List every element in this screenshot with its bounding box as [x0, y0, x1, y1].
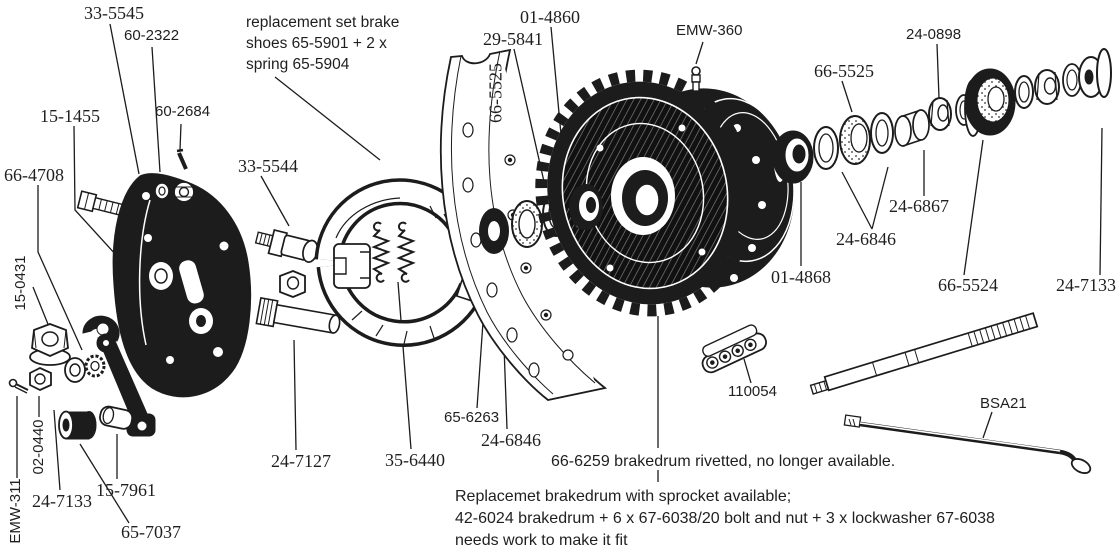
part-label-15-1455: 15-1455 — [40, 106, 100, 126]
brake-adjuster-drawing — [254, 228, 341, 334]
flanged-nut-drawing — [29, 323, 71, 366]
part-label-65-7037: 65-7037 — [121, 522, 181, 542]
brake-lever-drawing — [96, 333, 156, 437]
part-label-60-2684: 60-2684 — [155, 103, 211, 120]
lock-nut-drawing — [928, 97, 952, 131]
grease-nipple-drawing — [691, 66, 701, 92]
chain-link-drawing — [701, 324, 767, 374]
part-label-01-4860: 01-4860 — [520, 7, 580, 27]
wheel-bearing-drawing — [772, 130, 814, 184]
part-label-24-7127: 24-7127 — [271, 451, 331, 471]
note-line: Replacemet brakedrum with sprocket avail… — [455, 488, 792, 505]
part-label-110054: 110054 — [728, 383, 777, 400]
bearing-stack-drawing — [772, 48, 1112, 184]
drum-front-bearing-drawing — [569, 184, 603, 230]
note-replacement-drum: Replacemet brakedrum with sprocket avail… — [455, 486, 995, 552]
part-label-15-7961: 15-7961 — [96, 480, 156, 500]
note-line: shoes 65-5901 + 2 x — [246, 35, 387, 52]
part-label-35-6440: 35-6440 — [385, 450, 445, 470]
spacer-drawing — [894, 109, 930, 147]
part-label-BSA21: BSA21 — [980, 395, 1027, 412]
plate-washer-nut-drawing — [154, 148, 195, 203]
brake-backing-plate-drawing — [112, 173, 252, 398]
cam-spindle-drawing — [255, 296, 341, 334]
rear-axle-drawing — [809, 312, 1039, 395]
part-label-15-0431: 15-0431 — [12, 255, 30, 311]
hex-nut-drawing — [29, 367, 52, 391]
part-label-EMW-311: EMW-311 — [7, 478, 25, 544]
bearing-sleeve-drawing — [839, 115, 871, 165]
brake-drum-sprocket-drawing — [535, 66, 795, 317]
part-label-24-6867: 24-6867 — [889, 196, 949, 216]
note-line: spring 65-5904 — [246, 56, 350, 73]
end-cap-drawing — [1078, 48, 1112, 98]
part-label-33-5545: 33-5545 — [84, 3, 144, 23]
part-label-24-0898: 24-0898 — [906, 26, 962, 43]
note-line: needs work to make it fit — [455, 532, 628, 549]
part-label-24-6846-bottom: 24-6846 — [481, 430, 541, 450]
part-label-24-7133-left: 24-7133 — [32, 491, 92, 511]
part-label-02-0440: 02-0440 — [30, 419, 48, 475]
clevis-pin-drawing — [99, 405, 134, 430]
part-label-29-5841: 29-5841 — [483, 29, 543, 49]
part-label-60-2322: 60-2322 — [124, 27, 180, 44]
wheel-spoke-drawing — [843, 414, 1092, 474]
part-label-24-7133-right: 24-7133 — [1056, 275, 1116, 295]
part-label-66-5525-right: 66-5525 — [814, 61, 874, 81]
small-screw-drawing — [176, 148, 188, 170]
note-line: 42-6024 brakedrum + 6 x 67-6038/20 bolt … — [455, 510, 995, 527]
part-label-66-4708: 66-4708 — [4, 165, 64, 185]
part-label-65-6263: 65-6263 — [444, 409, 500, 426]
rim-spoke-dimples — [462, 122, 574, 378]
part-label-01-4868: 01-4868 — [771, 267, 831, 287]
bushing-drawing — [58, 410, 97, 440]
cotter-pin-drawing — [8, 378, 29, 394]
part-label-66-5525-left: 66-5525 — [485, 63, 506, 123]
hex-nut-60-2684 — [173, 181, 195, 203]
note-line: replacement set brake — [246, 14, 400, 31]
spindle-nut-cluster-drawing — [8, 315, 156, 440]
part-label-33-5544: 33-5544 — [238, 156, 298, 176]
return-springs-drawing — [371, 221, 416, 283]
note-replacement-shoes: replacement set brake shoes 65-5901 + 2 … — [246, 12, 399, 75]
adjuster-nut-drawing — [279, 270, 306, 298]
anchor-bolt-drawing — [76, 190, 127, 217]
axle-nut-drawing — [1034, 69, 1060, 105]
hub-cup-drawing — [964, 68, 1016, 137]
serrated-washer-drawing — [84, 354, 106, 378]
note-brakedrum-riveted: 66-6259 brakedrum rivetted, no longer av… — [551, 453, 896, 470]
part-label-EMW-360: EMW-360 — [676, 22, 743, 39]
part-label-66-5524: 66-5524 — [938, 275, 998, 295]
part-label-24-6846-right: 24-6846 — [836, 229, 896, 249]
